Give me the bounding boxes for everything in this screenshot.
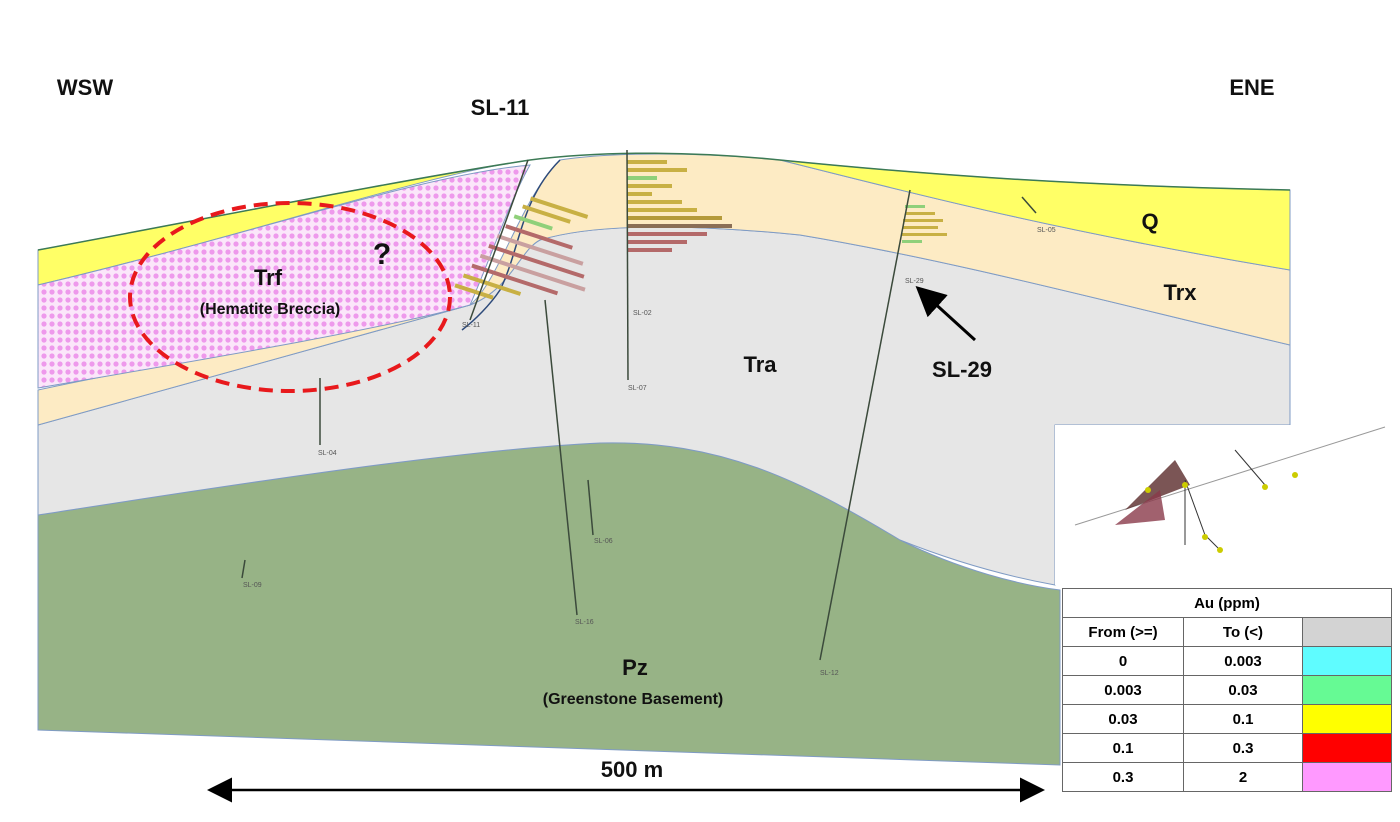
hole-tag: SL-05 (1037, 227, 1056, 234)
unit-label-trf: Trf (253, 265, 283, 290)
unit-label-tra: Tra (743, 352, 777, 377)
hole-label-sl-11: SL-11 (470, 95, 530, 120)
legend-swatch-header (1302, 617, 1392, 647)
legend-header-to: To (<) (1183, 617, 1303, 647)
question-mark: ? (372, 238, 392, 271)
legend-header-from: From (>=) (1062, 617, 1184, 647)
assay-bars-sl-11 (454, 196, 589, 300)
hole-tag: SL-07 (628, 385, 647, 392)
location-inset (1055, 425, 1395, 585)
unit-desc-pz: (Greenstone Basement) (542, 691, 724, 708)
hole-tag: SL-04 (318, 450, 337, 457)
legend-from: 0.1 (1062, 733, 1184, 763)
assay-bars-sl-02 (627, 160, 732, 252)
hole-label-sl-29: SL-29 (932, 357, 992, 382)
drill-holes (241, 149, 1037, 661)
hole-tag: SL-29 (905, 278, 924, 285)
unit-desc-trf: (Hematite Breccia) (199, 301, 341, 318)
legend-to: 0.003 (1183, 646, 1303, 676)
direction-east: ENE (1229, 75, 1275, 100)
unit-label-q: Q (1141, 209, 1159, 234)
legend-title: Au (ppm) (1062, 588, 1392, 618)
unit-trf (37, 164, 531, 389)
legend-from: 0 (1062, 646, 1184, 676)
inset-map (1074, 426, 1386, 553)
legend-to: 0.03 (1183, 675, 1303, 705)
hole-tag: SL-06 (594, 538, 613, 545)
sl-29-arrow (915, 285, 977, 342)
legend-swatch (1302, 704, 1392, 734)
legend-swatch (1302, 733, 1392, 763)
unit-trx (37, 153, 1291, 426)
legend-to: 2 (1183, 762, 1303, 792)
scale-bar-label: 500 m (600, 757, 664, 782)
hole-tag: SL-12 (820, 670, 839, 677)
legend-to: 0.3 (1183, 733, 1303, 763)
legend-from: 0.03 (1062, 704, 1184, 734)
hole-tag: SL-16 (575, 619, 594, 626)
legend-from: 0.3 (1062, 762, 1184, 792)
direction-west: WSW (56, 75, 114, 100)
unit-label-trx: Trx (1163, 280, 1197, 305)
trf-outline (128, 201, 452, 393)
hole-tag: SL-11 (462, 322, 481, 329)
legend-swatch (1302, 762, 1392, 792)
assay-bars-sl-29 (902, 205, 947, 243)
legend-swatch (1302, 675, 1392, 705)
legend-to: 0.1 (1183, 704, 1303, 734)
hole-tag: SL-02 (633, 310, 652, 317)
legend-from: 0.003 (1062, 675, 1184, 705)
hole-tag: SL-09 (243, 582, 262, 589)
legend-swatch (1302, 646, 1392, 676)
unit-label-pz: Pz (622, 655, 648, 680)
